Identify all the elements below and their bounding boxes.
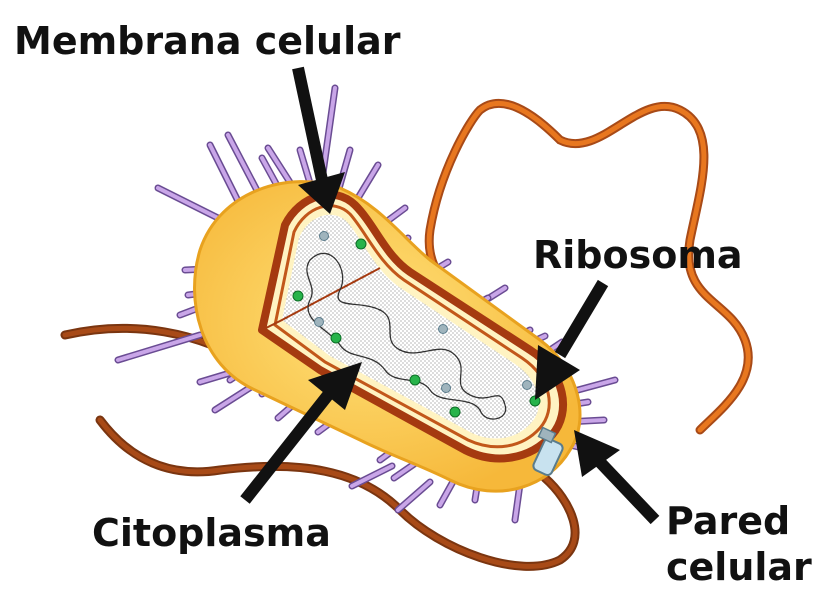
arrowhead-ribosoma: [535, 345, 580, 400]
arrowhead-pared: [574, 430, 620, 477]
ribosome: [449, 406, 461, 418]
ribosomes: [292, 231, 541, 418]
label-pared-line2: celular: [666, 545, 812, 589]
pilus: [156, 186, 224, 222]
nucleoid: [306, 252, 507, 420]
ribosome: [522, 380, 532, 390]
pilus: [116, 333, 202, 362]
ribosome: [409, 374, 421, 386]
ribosome: [292, 290, 304, 302]
arrow-membrana: [292, 66, 328, 182]
pilus: [576, 378, 617, 392]
label-membrana-celular: Membrana celular: [14, 19, 401, 63]
label-pared-celular: Pared celular: [666, 498, 816, 590]
arrowhead-citoplasma: [308, 362, 362, 410]
label-ribosoma: Ribosoma: [533, 233, 743, 277]
arrow-citoplasma: [240, 391, 333, 504]
pilus: [208, 143, 242, 207]
ribosome: [355, 238, 367, 250]
pilus: [513, 482, 522, 522]
pilus: [356, 163, 380, 200]
ribosome: [529, 395, 541, 407]
ribosome: [330, 332, 342, 344]
pilus: [396, 480, 432, 512]
flagellar-motor: [532, 426, 564, 476]
label-pared-line1: Pared: [666, 499, 791, 543]
label-citoplasma: Citoplasma: [92, 511, 331, 555]
cytoplasm: [282, 214, 539, 439]
arrow-ribosoma: [554, 279, 609, 359]
arrowhead-membrana: [298, 172, 345, 214]
ribosome: [319, 231, 329, 241]
arrows: [240, 66, 660, 525]
ribosome: [314, 317, 324, 327]
arrow-pared: [593, 455, 660, 525]
pilus: [350, 464, 394, 488]
ribosome: [441, 383, 451, 393]
ribosome: [438, 324, 448, 334]
